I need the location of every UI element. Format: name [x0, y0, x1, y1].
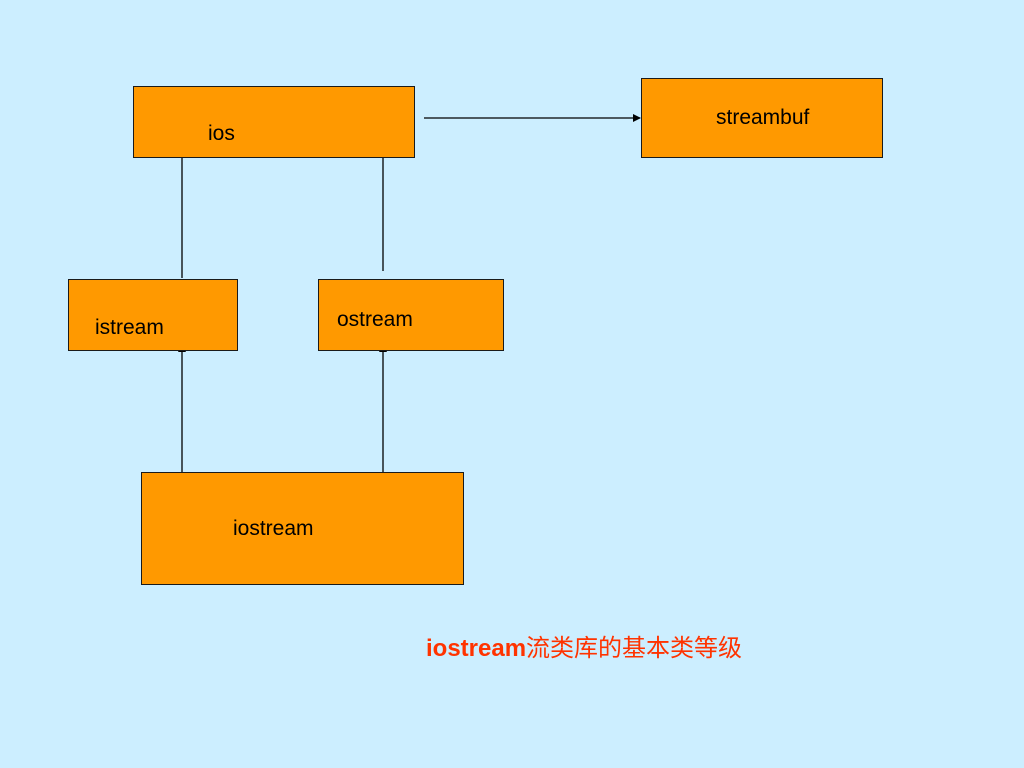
node-ios-label: ios — [208, 122, 235, 145]
node-istream: istream — [68, 279, 238, 351]
caption-latin: iostream — [426, 635, 527, 662]
node-iostream: iostream — [141, 472, 464, 585]
node-ostream: ostream — [318, 279, 504, 351]
node-ios: ios — [133, 86, 415, 158]
node-streambuf-label: streambuf — [716, 106, 810, 129]
node-istream-label: istream — [95, 316, 164, 339]
caption-cjk: 流类库的基本类等级 — [526, 634, 743, 662]
node-iostream-label: iostream — [233, 517, 314, 540]
diagram-caption: iostream流类库的基本类等级 — [426, 636, 742, 661]
node-ostream-label: ostream — [337, 308, 413, 331]
node-streambuf: streambuf — [641, 78, 883, 158]
